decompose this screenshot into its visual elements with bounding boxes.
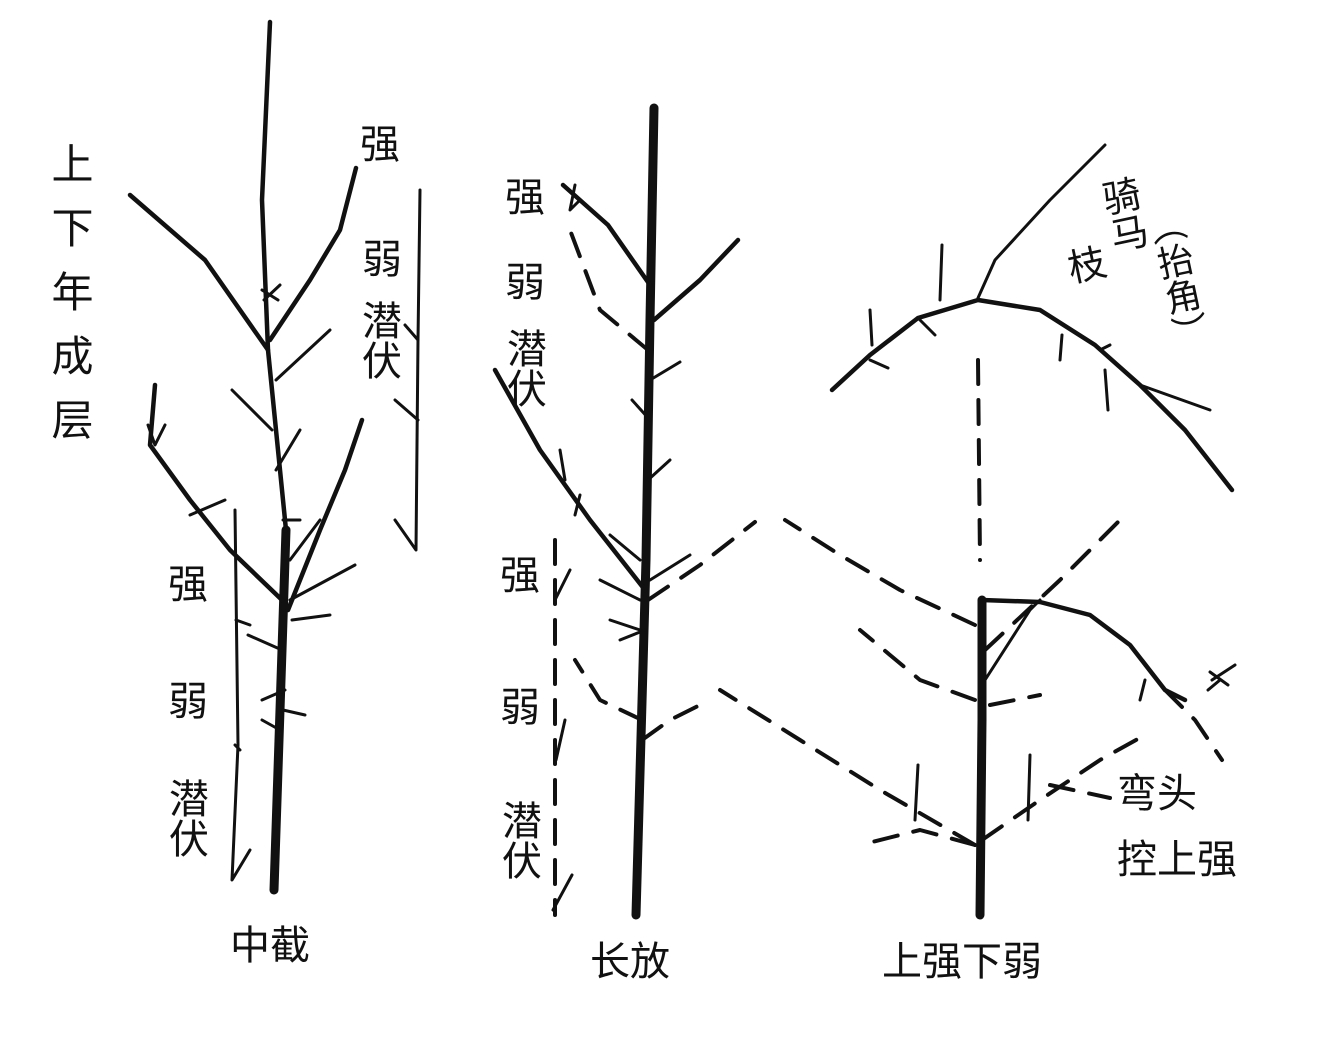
tree1-top-strong-label: 强 (360, 122, 400, 168)
tree1-left-upper-branch (127, 192, 271, 353)
tree2-dashed-upper-left (568, 228, 650, 352)
tree3-dashed-bottom-left (858, 828, 977, 847)
tree3-dashed-lower-right (980, 733, 1147, 842)
tree1-lower-left-subshoot (233, 618, 252, 752)
tree3-dashed-short-right (988, 693, 1042, 707)
tree2-side-shoots (558, 183, 692, 642)
tree1-left-lower-tip (146, 423, 167, 447)
tree3-arch-spurs (868, 243, 1212, 412)
tree1-upper-right-shoot (393, 188, 422, 552)
tree3-lower-spurs (913, 678, 1147, 822)
tree2-trunk (631, 103, 659, 920)
tree3-dashed-to-label (1048, 783, 1112, 800)
tree3-caption: 上强下弱 (882, 939, 1042, 985)
tree1-bottom-strong-label: 强 (168, 562, 208, 608)
tree2-bottom-strong-label: 强 (500, 553, 540, 599)
tree3-arched-branch (829, 297, 1235, 493)
tree2-dashed-lower-left (573, 658, 644, 722)
tree1-side-shoots (188, 328, 357, 732)
tree2-dashed-lower-right (640, 703, 702, 742)
tree2-bottom-weak-label: 弱 (500, 685, 540, 731)
tree3-dashed-upper-right-diag (983, 518, 1122, 652)
tree3-vertical-dashed (976, 358, 982, 562)
tree3-structure (718, 143, 1237, 920)
tree2-dashed-middle-right (646, 520, 757, 602)
tree2-bottom-latent-label: 潜伏 (495, 800, 541, 880)
tree3-dashed-left-upper (783, 518, 977, 627)
tree2-top-strong-label: 强 (505, 175, 545, 221)
tree2-top-latent-label: 潜伏 (500, 328, 546, 408)
tree2-left-guide-tips (551, 568, 574, 912)
tree3-branch-label: 枝 (1058, 241, 1109, 288)
tree2-top-weak-label: 弱 (505, 260, 545, 306)
tree3-bent-branch (979, 597, 1188, 703)
tree3-riding-branch (976, 143, 1107, 300)
tree2-middle-left-branch (492, 367, 648, 593)
tree1-leader (259, 19, 289, 533)
side-label: 上下年成层 (45, 142, 94, 462)
tree3-dashed-left-lower (718, 688, 977, 847)
tree1-top-latent-label: 潜伏 (355, 300, 401, 380)
tree1-caption: 中截 (230, 923, 310, 969)
tree3-control-label: 控上强 (1117, 837, 1237, 883)
tree1-upper-right-subshoot (393, 323, 420, 422)
tree1-trunk (269, 525, 291, 895)
tree2-structure (492, 103, 757, 920)
tree1-lower-left-shoot (230, 508, 252, 882)
tree2-upper-right-branch (651, 237, 741, 323)
tree1-left-lower-branch (147, 382, 285, 603)
tree3-dashed-right-arc (1163, 688, 1224, 762)
tree1-bottom-weak-label: 弱 (168, 679, 208, 725)
tree1-right-upper-branch (267, 165, 359, 343)
tree1-spur (260, 283, 282, 302)
tree3-bend-label: 弯头 (1117, 771, 1197, 817)
tree1-structure (127, 19, 422, 895)
tree3-dashed-left-middle (858, 628, 977, 702)
tree2-upper-left-branch (560, 182, 653, 288)
tree1-right-lower-branch (285, 417, 365, 613)
tree2-caption: 长放 (590, 939, 670, 985)
tree3-bent-spur (1206, 663, 1237, 692)
tree1-top-weak-label: 弱 (362, 237, 402, 283)
tree1-bottom-latent-label: 潜伏 (162, 778, 208, 858)
tree3-trunk (975, 595, 987, 920)
